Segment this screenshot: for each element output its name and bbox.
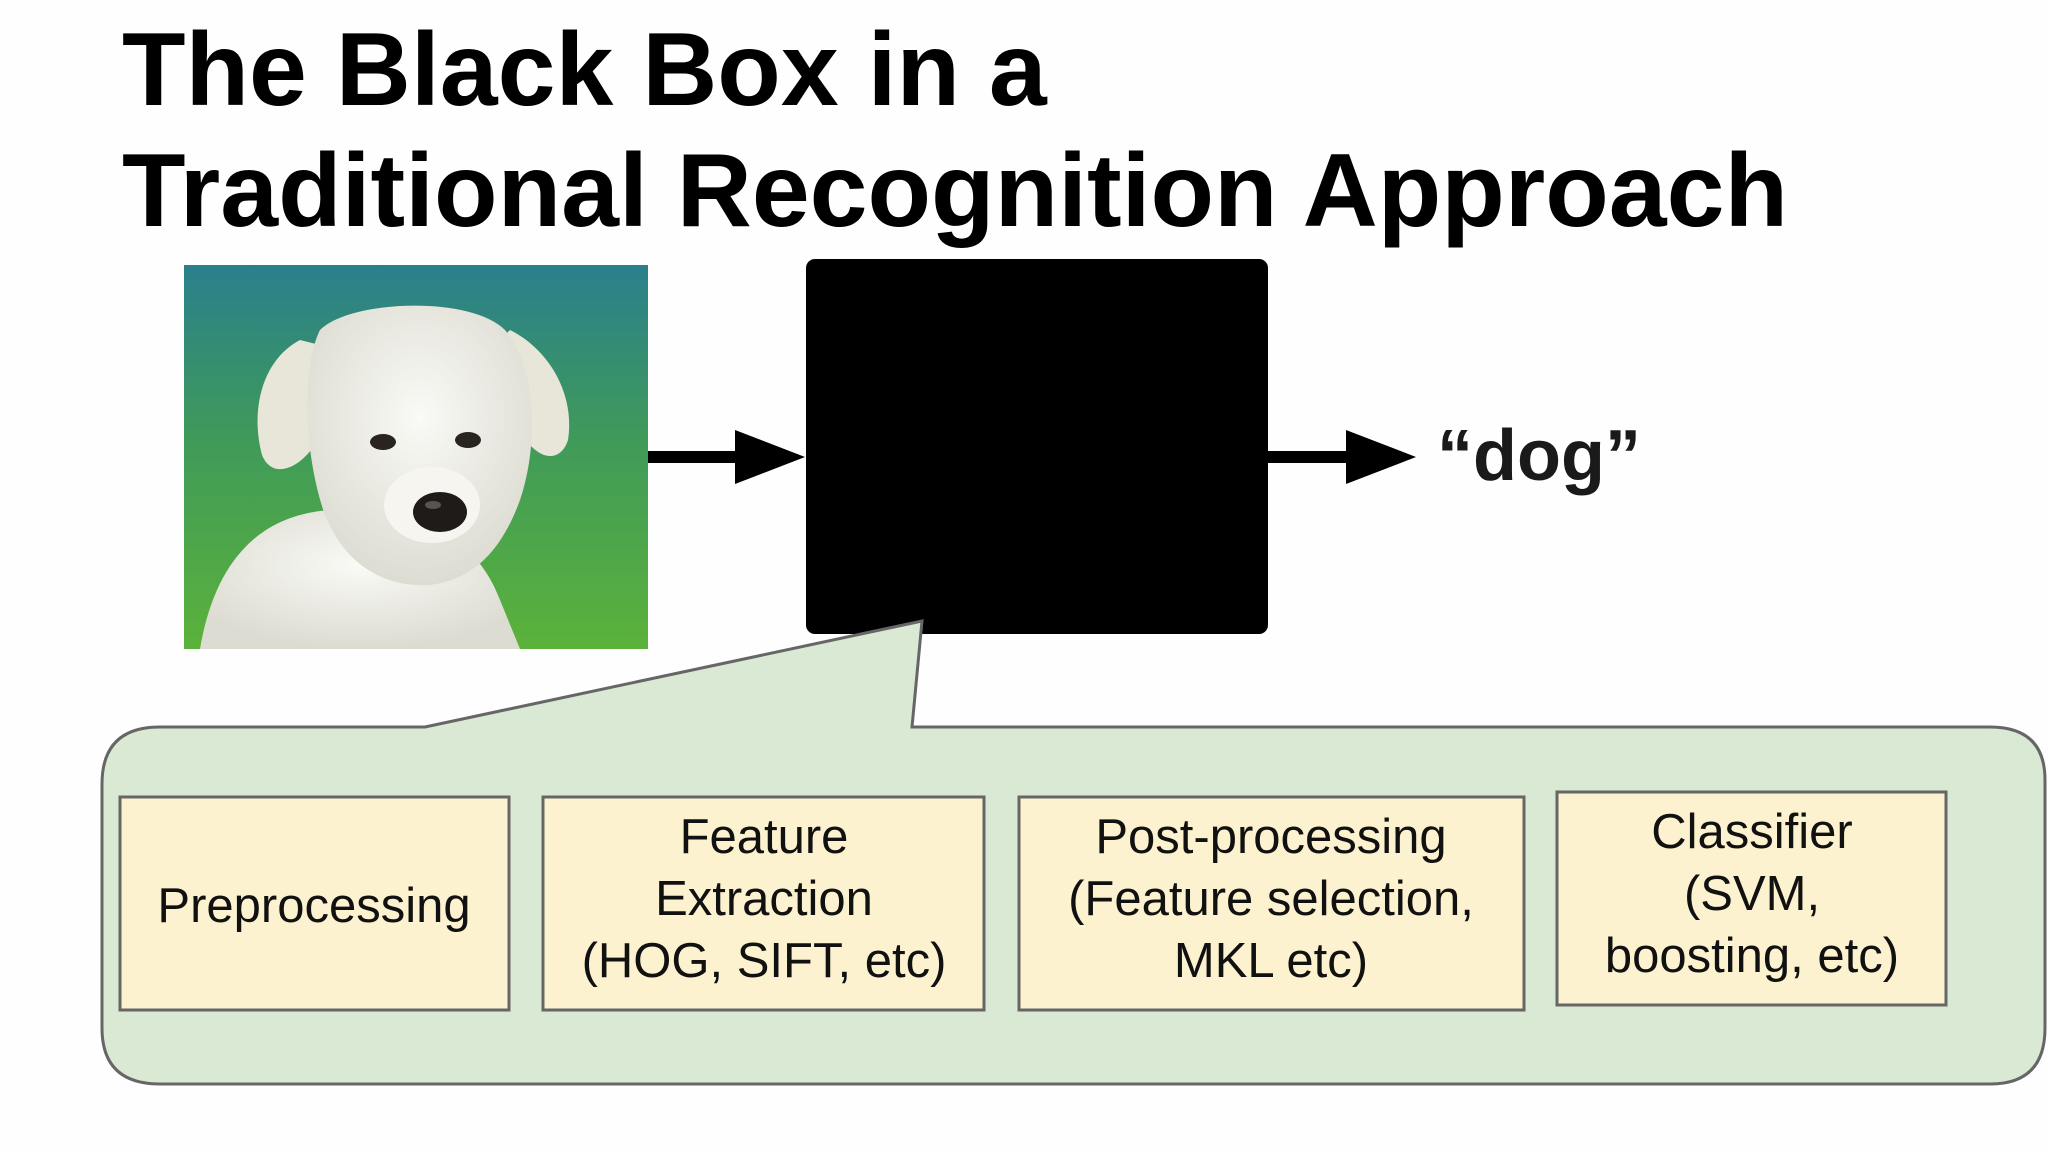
stage-preprocessing-line-1: Preprocessing: [157, 879, 470, 933]
stage-box-preprocessing: Preprocessing: [118, 795, 511, 1012]
arrow-input-to-box-icon: [648, 430, 805, 484]
stage-box-post-processing: Post-processing (Feature selection, MKL …: [1017, 795, 1526, 1012]
stage-feature-extraction-line-2: Extraction: [655, 872, 873, 926]
input-dog-photo: [184, 265, 648, 649]
stage-classifier-line-2: (SVM,: [1684, 867, 1820, 921]
output-label: “dog”: [1437, 416, 1641, 496]
stage-post-processing-line-3: MKL etc): [1174, 934, 1368, 988]
stage-post-processing-line-2: (Feature selection,: [1068, 872, 1474, 926]
arrow-box-to-output-icon: [1268, 430, 1416, 484]
stage-classifier-line-3: boosting, etc): [1605, 929, 1899, 983]
black-box: [806, 259, 1268, 634]
stage-box-classifier: Classifier (SVM, boosting, etc): [1555, 790, 1948, 1007]
stage-feature-extraction-line-1: Feature: [680, 810, 849, 864]
stage-post-processing-line-1: Post-processing: [1095, 810, 1446, 864]
stage-box-feature-extraction: Feature Extraction (HOG, SIFT, etc): [541, 795, 986, 1012]
slide-title-line-1: The Black Box in a: [122, 12, 1048, 128]
stage-feature-extraction-line-3: (HOG, SIFT, etc): [582, 934, 947, 988]
slide-title-line-2: Traditional Recognition Approach: [122, 133, 1788, 249]
stage-classifier-line-1: Classifier: [1651, 805, 1852, 859]
